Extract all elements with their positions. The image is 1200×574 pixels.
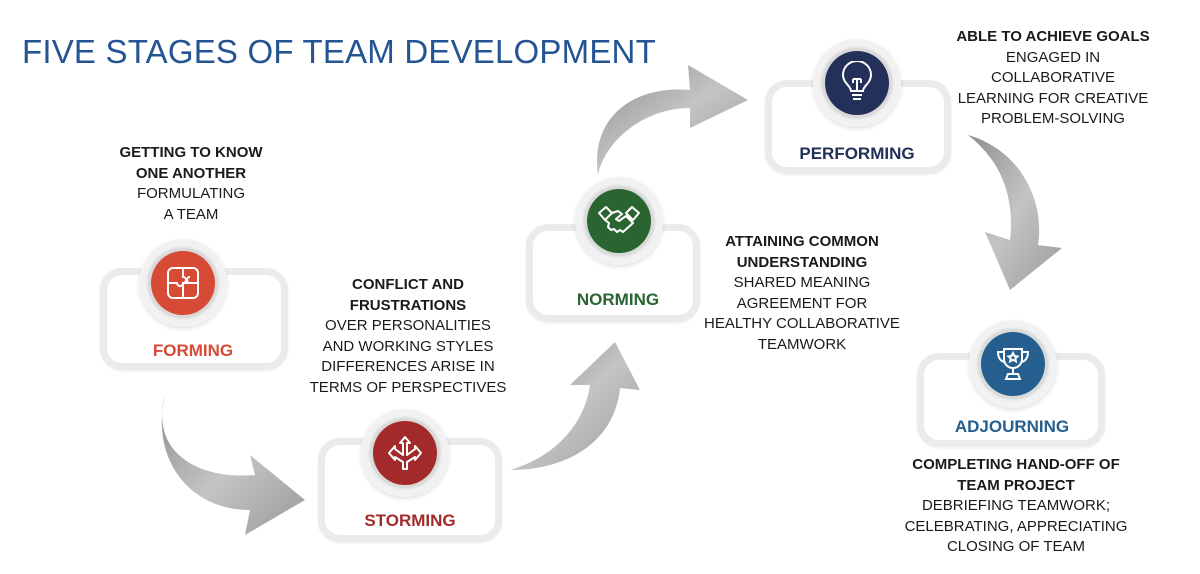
adjourning-heading-line: TEAM PROJECT — [957, 476, 1075, 494]
norming-text-line: HEALTHY COLLABORATIVE — [704, 315, 900, 332]
forming-text-line: FORMULATING — [136, 185, 246, 202]
adjourning-label: ADJOURNING — [954, 417, 1070, 436]
adjourning-text-line: CELEBRATING, APPRECIATING — [904, 517, 1128, 535]
forming-heading-line: ONE ANOTHER — [135, 164, 247, 182]
lightbulb-icon — [825, 51, 889, 115]
storming-label: STORMING — [364, 511, 456, 530]
arrow-forming-to-storming — [161, 395, 305, 535]
forming-text-line: A TEAM — [163, 205, 219, 223]
split-arrows-icon — [373, 421, 437, 485]
performing-heading-line: ABLE TO ACHIEVE GOALS — [956, 28, 1150, 45]
performing-description: ABLE TO ACHIEVE GOALS ENGAGED IN COLLABO… — [956, 27, 1149, 130]
forming-icon-ring — [139, 239, 227, 327]
handshake-icon — [587, 189, 651, 253]
norming-text-line: TEAMWORK — [757, 335, 847, 353]
trophy-icon — [981, 332, 1045, 396]
arrow-storming-to-norming — [510, 342, 640, 470]
performing-icon-ring — [813, 39, 901, 127]
adjourning-heading-line: COMPLETING HAND-OFF OF — [912, 456, 1120, 473]
storming-text-line: OVER PERSONALITIES — [325, 317, 491, 334]
diagram-title: FIVE STAGES OF TEAM DEVELOPMENT — [22, 33, 656, 70]
storming-icon-ring — [361, 409, 449, 497]
norming-text-line: SHARED MEANING — [733, 274, 871, 291]
storming-description: CONFLICT AND FRUSTRATIONS OVER PERSONALI… — [310, 275, 507, 398]
adjourning-text-line: DEBRIEFING TEAMWORK; — [921, 497, 1111, 514]
storming-heading-line: CONFLICT AND — [352, 276, 464, 293]
norming-icon-ring — [575, 177, 663, 265]
norming-heading-line: ATTAINING COMMON — [725, 233, 879, 250]
performing-text-line: COLLABORATIVE — [991, 69, 1115, 86]
performing-text-line: PROBLEM-SOLVING — [981, 110, 1125, 127]
norming-description: ATTAINING COMMON UNDERSTANDING SHARED ME… — [704, 232, 900, 355]
puzzle-icon — [151, 251, 215, 315]
performing-text-line: LEARNING FOR CREATIVE — [957, 89, 1149, 107]
arrow-performing-to-adjourning — [968, 135, 1062, 290]
norming-text-line: AGREEMENT FOR — [736, 294, 868, 312]
adjourning-icon-ring — [969, 320, 1057, 408]
storming-text-line: TERMS OF PERSPECTIVES — [309, 378, 507, 396]
performing-text-line: ENGAGED IN — [1005, 48, 1101, 66]
performing-label: PERFORMING — [799, 144, 915, 163]
forming-label: FORMING — [152, 341, 234, 360]
adjourning-description: COMPLETING HAND-OFF OF TEAM PROJECT DEBR… — [905, 455, 1128, 558]
storming-heading-line: FRUSTRATIONS — [349, 296, 467, 314]
arrow-norming-to-performing — [596, 65, 748, 175]
storming-text-line: AND WORKING STYLES — [322, 337, 494, 355]
norming-heading-line: UNDERSTANDING — [736, 253, 868, 271]
forming-heading-line: GETTING TO KNOW — [119, 144, 263, 161]
adjourning-text-line: CLOSING OF TEAM — [946, 538, 1086, 555]
forming-description: GETTING TO KNOW ONE ANOTHER FORMULATING … — [119, 143, 262, 225]
storming-text-line: DIFFERENCES ARISE IN — [321, 358, 495, 375]
norming-label: NORMING — [576, 290, 660, 309]
